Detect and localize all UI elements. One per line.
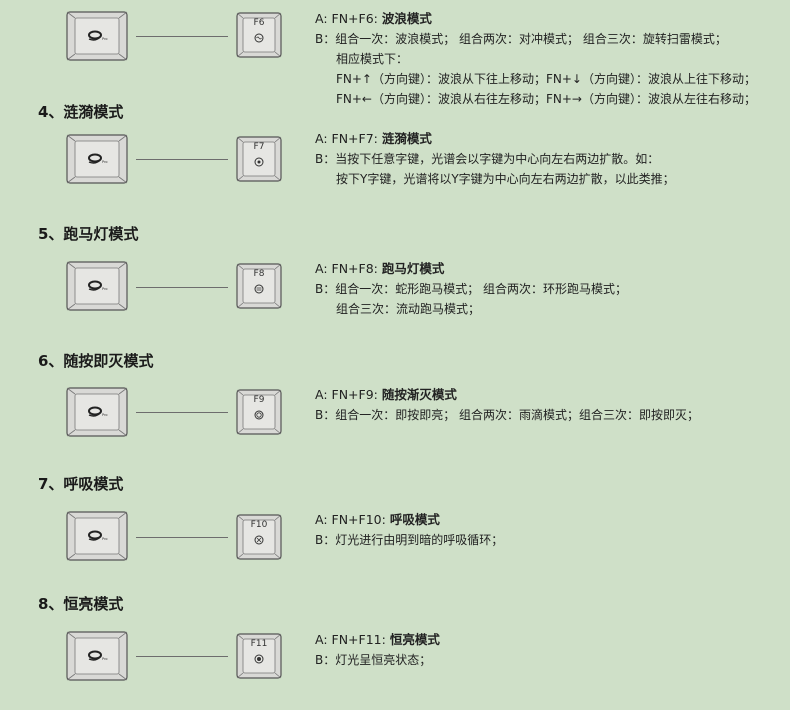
combo-line: A: FN+F8: 跑马灯模式 (315, 259, 627, 279)
f6-key: F6 (236, 12, 282, 58)
mode-name: 呼吸模式 (389, 512, 440, 527)
section-heading: 7、呼吸模式 (38, 475, 124, 493)
combo-keys: A: FN+F9: (315, 387, 382, 402)
detail-line: B：组合一次：即按即亮； 组合两次：雨滴模式；组合三次：即按即灭； (315, 408, 700, 422)
description: A: FN+F6: 波浪模式 B：组合一次：波浪模式； 组合两次：对冲模式； 组… (315, 9, 756, 109)
f10-key: F10 (236, 514, 282, 560)
section-heading: 5、跑马灯模式 (38, 225, 139, 243)
detail-line: B：灯光呈恒亮状态； (315, 653, 432, 667)
detail-line: 组合三次：流动跑马模式； (336, 302, 481, 316)
svg-text:Pro: Pro (102, 537, 108, 541)
mode-name: 波浪模式 (381, 11, 432, 26)
fn-key-label: F7 (253, 142, 265, 152)
combo-keys: A: FN+F11: (315, 632, 390, 647)
connector-line (136, 412, 228, 413)
combo-keys: A: FN+F8: (315, 261, 382, 276)
f7-key: F7 (236, 136, 282, 182)
f11-key: F11 (236, 633, 282, 679)
section-heading: 6、随按即灭模式 (38, 352, 154, 370)
mode-name: 涟漪模式 (381, 131, 432, 146)
combo-line: A: FN+F7: 涟漪模式 (315, 129, 675, 149)
mode-name: 随按渐灭模式 (381, 387, 457, 402)
detail-line: FN+←（方向键）：波浪从右往左移动；FN+→（方向键）：波浪从左往右移动； (336, 92, 756, 106)
combo-line: A: FN+F10: 呼吸模式 (315, 510, 503, 530)
svg-text:Pro: Pro (102, 37, 108, 41)
f8-key: F8 (236, 263, 282, 309)
fn-key-icon: Pro (66, 261, 128, 311)
detail-line: 相应模式下： (336, 52, 409, 66)
detail-line: B：组合一次：波浪模式； 组合两次：对冲模式； 组合三次：旋转扫雷模式； (315, 32, 727, 46)
description: A: FN+F9: 随按渐灭模式 B：组合一次：即按即亮； 组合两次：雨滴模式；… (315, 385, 699, 425)
connector-line (136, 36, 228, 37)
connector-line (136, 159, 228, 160)
description: A: FN+F8: 跑马灯模式 B：组合一次：蛇形跑马模式； 组合两次：环形跑马… (315, 259, 627, 319)
fn-key-label: F10 (250, 520, 268, 530)
connector-line (136, 656, 228, 657)
svg-text:Pro: Pro (102, 657, 108, 661)
svg-text:Pro: Pro (102, 287, 108, 291)
detail-line: 按下Y字键，光谱将以Y字键为中心向左右两边扩散，以此类推； (336, 172, 675, 186)
combo-line: A: FN+F11: 恒亮模式 (315, 630, 440, 650)
mode-name: 恒亮模式 (389, 632, 440, 647)
detail-line: B：当按下任意字键，光谱会以字键为中心向左右两边扩散。如： (315, 152, 660, 166)
description: A: FN+F10: 呼吸模式 B：灯光进行由明到暗的呼吸循环； (315, 510, 503, 550)
detail-line: FN+↑（方向键）：波浪从下往上移动；FN+↓（方向键）：波浪从上往下移动； (336, 72, 756, 86)
connector-line (136, 537, 228, 538)
combo-line: A: FN+F6: 波浪模式 (315, 9, 756, 29)
fn-key-label: F9 (253, 395, 265, 405)
description: A: FN+F11: 恒亮模式 B：灯光呈恒亮状态； (315, 630, 440, 670)
fn-key-label: F6 (253, 18, 265, 28)
description: A: FN+F7: 涟漪模式 B：当按下任意字键，光谱会以字键为中心向左右两边扩… (315, 129, 675, 189)
fn-key-label: F11 (250, 639, 268, 649)
fn-key-icon: Pro (66, 511, 128, 561)
fn-key-icon: Pro (66, 387, 128, 437)
combo-keys: A: FN+F7: (315, 131, 382, 146)
connector-line (136, 287, 228, 288)
detail-line: B：灯光进行由明到暗的呼吸循环； (315, 533, 504, 547)
mode-name: 跑马灯模式 (381, 261, 445, 276)
f9-key: F9 (236, 389, 282, 435)
detail-line: B：组合一次：蛇形跑马模式； 组合两次：环形跑马模式； (315, 282, 628, 296)
fn-key-label: F8 (253, 269, 265, 279)
fn-key-icon: Pro (66, 11, 128, 61)
fn-key-icon: Pro (66, 631, 128, 681)
combo-keys: A: FN+F6: (315, 11, 382, 26)
combo-line: A: FN+F9: 随按渐灭模式 (315, 385, 699, 405)
combo-keys: A: FN+F10: (315, 512, 390, 527)
section-heading: 8、恒亮模式 (38, 595, 124, 613)
section-heading: 4、涟漪模式 (38, 103, 124, 121)
svg-text:Pro: Pro (102, 160, 108, 164)
fn-key-icon: Pro (66, 134, 128, 184)
svg-text:Pro: Pro (102, 413, 108, 417)
